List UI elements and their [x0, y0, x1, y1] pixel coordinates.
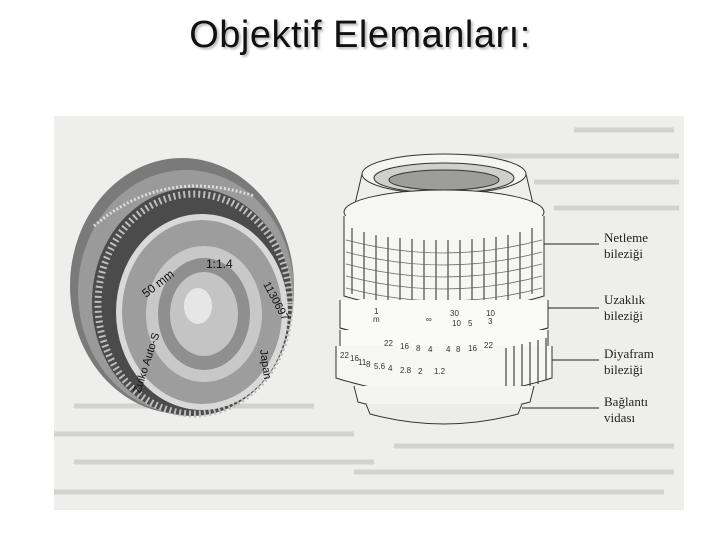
svg-text:8: 8: [456, 345, 461, 354]
lens-figure: 50 mm 1:1.4 1130697 Zuiko Auto-S Japan: [54, 116, 684, 510]
svg-text:8: 8: [366, 360, 371, 369]
lens-diagram: [335, 153, 599, 425]
callout-labels: Netleme bileziği Uzaklık bileziği Diyafr…: [604, 230, 654, 425]
svg-text:30: 30: [450, 309, 459, 318]
svg-text:10: 10: [486, 309, 495, 318]
svg-text:10: 10: [452, 319, 461, 328]
svg-text:2: 2: [418, 367, 423, 376]
svg-text:m: m: [373, 315, 380, 324]
svg-text:22: 22: [340, 351, 349, 360]
svg-text:22: 22: [384, 339, 393, 348]
lens-photo: 50 mm 1:1.4 1130697 Zuiko Auto-S Japan: [70, 158, 294, 418]
lens-figure-svg: 50 mm 1:1.4 1130697 Zuiko Auto-S Japan: [54, 116, 684, 510]
svg-text:4: 4: [446, 345, 451, 354]
svg-text:5: 5: [468, 319, 473, 328]
label-focus-ring-1: Netleme: [604, 230, 648, 245]
engraving-aperture: 1:1.4: [206, 257, 233, 271]
svg-text:16: 16: [350, 354, 359, 363]
label-focus-ring-2: bileziği: [604, 246, 643, 261]
svg-text:22: 22: [484, 341, 493, 350]
aperture-scale: 22 16 11 8 5.6 4 2.8 2 1.2: [340, 351, 446, 376]
svg-text:11: 11: [358, 358, 367, 367]
svg-text:1: 1: [374, 307, 379, 316]
diagram-focus-ring: [343, 216, 545, 312]
diagram-front-glass: [388, 169, 500, 191]
svg-text:4: 4: [428, 345, 433, 354]
label-mount-1: Bağlantı: [604, 394, 648, 409]
svg-text:5.6: 5.6: [374, 362, 386, 371]
svg-text:16: 16: [468, 344, 477, 353]
label-mount-2: vidası: [604, 410, 635, 425]
label-distance-ring-1: Uzaklık: [604, 292, 646, 307]
label-distance-ring-2: bileziği: [604, 308, 643, 323]
svg-text:3: 3: [488, 317, 493, 326]
engraving-origin: Japan: [257, 349, 273, 380]
label-aperture-ring-1: Diyafram: [604, 346, 654, 361]
slide-title: Objektif Elemanları:: [189, 14, 531, 56]
callout-lines: [522, 243, 599, 409]
svg-text:∞: ∞: [426, 315, 432, 324]
depth-scale: 22 16 8 4 4 8 16 22: [384, 339, 493, 354]
svg-text:4: 4: [388, 364, 393, 373]
distance-scale: 1 m ∞ 30 10 5 10 3: [373, 307, 495, 328]
svg-text:8: 8: [416, 344, 421, 353]
faded-text-lines: [54, 127, 679, 495]
svg-text:16: 16: [400, 342, 409, 351]
svg-text:2.8: 2.8: [400, 366, 412, 375]
svg-text:1.2: 1.2: [434, 367, 446, 376]
label-aperture-ring-2: bileziği: [604, 362, 643, 377]
